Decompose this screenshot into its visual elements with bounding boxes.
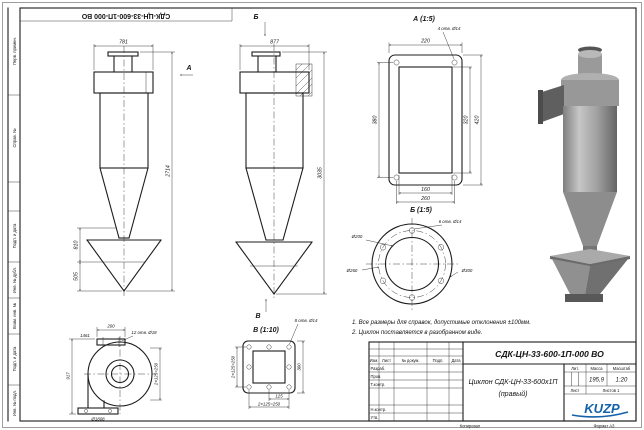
detail-v-holes-note: 8 отв. Ø14 xyxy=(295,318,318,323)
masshtab-label: Масштаб xyxy=(613,366,631,371)
view-label-v-bottom: В xyxy=(255,313,260,320)
detail-v: В (1:10) 8 отв. Ø14 2×125=250 125 2×125=… xyxy=(231,318,318,409)
dim-v-250: 2×125=250 xyxy=(257,402,281,407)
strip-field: Взам. инв. № xyxy=(12,303,17,329)
dim-260: 260 xyxy=(420,196,430,202)
row-utv: Утв. xyxy=(371,415,379,420)
detail-a: А (1:5) 4 отв. Ø14 220 380 320 420 160 2… xyxy=(373,16,483,204)
strip-field: Инв. № подл. xyxy=(12,390,17,416)
dim-1461: 1461 xyxy=(80,333,90,338)
strip-field: Справ. № xyxy=(12,128,17,148)
detail-b-holes-note: 6 отв. Ø14 xyxy=(439,219,462,224)
dim-781: 781 xyxy=(119,40,128,46)
strip-field: Инв. № дубл. xyxy=(12,267,17,293)
detail-b-title: Б (1:5) xyxy=(410,207,432,214)
dim-200: 200 xyxy=(106,324,115,329)
view-label-a: А xyxy=(185,65,191,72)
detail-b: Б (1:5) 6 отв. Ø14 Ø200 Ø260 Ø300 xyxy=(346,207,473,310)
copied-label: Копировал xyxy=(460,424,481,429)
dim-917: 917 xyxy=(66,372,71,380)
massa-value: 195,9 xyxy=(589,378,605,384)
note-2: 2. Циклон поставляется в разобранном вид… xyxy=(351,330,482,336)
dia-1808: Ø1808 xyxy=(90,417,105,422)
row-nkontr: Н.контр. xyxy=(371,407,387,412)
dim-220: 220 xyxy=(420,39,430,45)
dim-volute-right: 2×125=250 xyxy=(154,362,159,386)
dim-320: 320 xyxy=(464,116,470,125)
company-logo: KUZP xyxy=(584,401,620,416)
dim-380: 380 xyxy=(373,116,379,125)
format-label: Формат А3 xyxy=(594,424,615,429)
dim-877: 877 xyxy=(270,40,280,46)
strip-field: Подп. и дата xyxy=(12,346,17,371)
lit-label: Лит. xyxy=(571,366,579,371)
product-variant: (правый) xyxy=(499,390,528,398)
col-podp: Подп. xyxy=(433,358,444,363)
scale-value: 1:20 xyxy=(616,378,628,384)
doc-number-inverted: СДК-ЦН-33-600-1П-000 ВО xyxy=(81,12,170,19)
detail-v-title: В (1:10) xyxy=(253,327,279,334)
volute-holes-note: 12 отв. Ø18 xyxy=(131,330,157,335)
front-view: 781 2714 810 505 А xyxy=(74,40,193,296)
detail-a-holes-note: 4 отв. Ø14 xyxy=(438,26,461,31)
dia-300: Ø300 xyxy=(461,268,473,273)
view-label-b-top: Б xyxy=(254,14,259,21)
frame-side-strip: Перв. примен. Справ. № Подп. и дата Инв.… xyxy=(12,37,17,416)
massa-label: Масса xyxy=(590,366,603,371)
row-prov: Пров. xyxy=(371,374,382,379)
logo-swoosh xyxy=(571,411,629,418)
row-tkontr: Т.контр. xyxy=(371,382,386,387)
bottom-labels: Копировал Формат А3 xyxy=(460,424,615,429)
dim-160: 160 xyxy=(421,187,430,193)
col-list: Лист xyxy=(382,358,391,363)
isometric-render xyxy=(538,46,630,302)
dim-v-left: 2×125=250 xyxy=(231,355,236,379)
side-view: Б 877 3035 В xyxy=(235,14,327,320)
volute-view: 200 1461 12 отв. Ø18 917 2×125=250 Ø1808 xyxy=(66,324,162,422)
col-doc: № докум. xyxy=(402,358,420,363)
dia-260: Ø260 xyxy=(346,268,358,273)
detail-a-title: А (1:5) xyxy=(412,16,435,23)
col-izm: Изм. xyxy=(370,358,379,363)
title-doc-number: СДК-ЦН-33-600-1П-000 ВО xyxy=(495,349,604,359)
note-1: 1. Все размеры для справок, допустимые о… xyxy=(352,320,531,326)
product-name: Циклон СДК-ЦН-33-600х1П xyxy=(469,379,559,386)
col-data: Дата xyxy=(451,358,461,363)
strip-field: Подп. и дата xyxy=(12,223,17,248)
notes: 1. Все размеры для справок, допустимые о… xyxy=(351,320,531,336)
list-label: Лист xyxy=(571,388,580,393)
dim-810: 810 xyxy=(74,241,80,250)
dim-420: 420 xyxy=(475,116,481,125)
dim-2714: 2714 xyxy=(166,165,172,178)
title-block: Изм. Лист № докум. Подп. Дата Разраб. Пр… xyxy=(368,341,637,422)
dim-v-300: 300 xyxy=(297,363,302,371)
dim-v-125: 125 xyxy=(275,394,283,399)
listov-label: Листов 1 xyxy=(603,388,620,393)
dim-3035: 3035 xyxy=(318,167,324,179)
top-stamp: СДК-ЦН-33-600-1П-000 ВО xyxy=(20,8,233,22)
dim-505: 505 xyxy=(74,272,80,281)
dia-200: Ø200 xyxy=(351,234,363,239)
strip-field: Перв. примен. xyxy=(12,37,17,65)
row-razrab: Разраб. xyxy=(371,366,386,371)
